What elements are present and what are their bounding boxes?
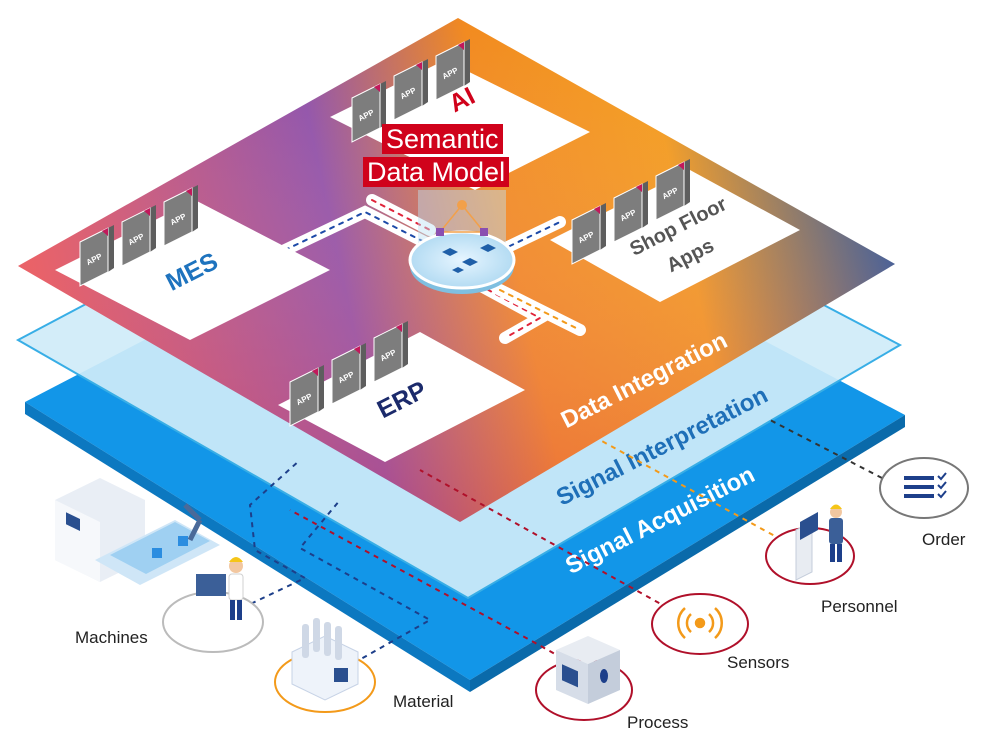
source-sensors-label: Sensors bbox=[727, 653, 789, 672]
integration-paths bbox=[279, 194, 586, 344]
app-tile: APP bbox=[613, 181, 648, 243]
app-tile: APP bbox=[163, 185, 198, 247]
app-tile: APP bbox=[351, 81, 386, 143]
source-material[interactable]: Material bbox=[274, 618, 453, 713]
module-erp[interactable]: ERP bbox=[278, 332, 525, 462]
source-process[interactable]: Process bbox=[535, 636, 688, 732]
process-cube-icon bbox=[556, 636, 620, 704]
app-tile: APP bbox=[571, 203, 606, 265]
source-material-label: Material bbox=[393, 692, 453, 711]
source-sensors[interactable]: Sensors bbox=[651, 593, 789, 672]
module-mes[interactable]: MES bbox=[55, 200, 330, 340]
worker-icon bbox=[228, 557, 244, 620]
source-process-label: Process bbox=[627, 713, 688, 732]
material-tubes-icon bbox=[291, 618, 359, 701]
machine-icon bbox=[55, 478, 226, 596]
app-tile: APP bbox=[289, 365, 324, 427]
source-order[interactable]: Order bbox=[879, 457, 969, 549]
app-tile: APP bbox=[79, 225, 114, 287]
cubes-icon bbox=[442, 244, 496, 273]
semantic-model-title-line1: Semantic bbox=[382, 124, 503, 154]
source-order-label: Order bbox=[922, 530, 966, 549]
app-tile: APP bbox=[331, 343, 366, 405]
app-tile: APP bbox=[121, 205, 156, 267]
app-tile: APP bbox=[393, 59, 428, 121]
source-personnel[interactable]: Personnel bbox=[765, 504, 898, 617]
semantic-model-title-line2: Data Model bbox=[363, 157, 510, 187]
semantic-data-model-node[interactable] bbox=[408, 190, 516, 294]
graph-icon bbox=[436, 200, 488, 236]
app-tile: APP bbox=[373, 321, 408, 383]
sensor-signal-icon bbox=[676, 607, 724, 639]
app-tile: APP bbox=[655, 159, 690, 221]
source-machines[interactable]: Machines bbox=[55, 478, 264, 653]
order-checklist-icon bbox=[904, 472, 947, 499]
app-tile: APP bbox=[435, 39, 470, 101]
source-personnel-label: Personnel bbox=[821, 597, 898, 616]
source-connectors bbox=[241, 419, 883, 669]
source-machines-label: Machines bbox=[75, 628, 148, 647]
personnel-kiosk-icon bbox=[795, 504, 843, 581]
